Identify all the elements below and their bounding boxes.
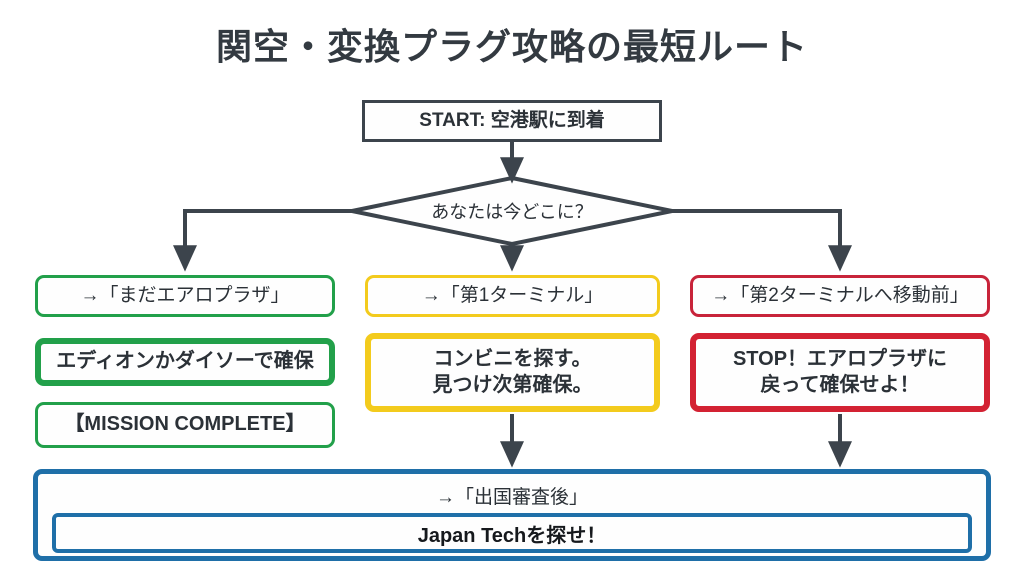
decision-label: あなたは今どこに？ (431, 202, 593, 222)
node-start: START: 空港駅に到着 (362, 100, 662, 142)
node-decision: あなたは今どこに？ (352, 178, 672, 244)
action-terminal-1-line-2: 見つけ次第確保。 (432, 373, 593, 396)
branch-option-aeroplaza: →「まだエアロプラザ」 (35, 275, 335, 317)
footer-label: →「出国審査後」 (435, 487, 588, 508)
page-title: 関空・変換プラグ攻略の最短ルート (215, 26, 808, 67)
action-terminal-2-stop: STOP！エアロプラザに 戻って確保せよ！ (690, 333, 990, 412)
action-terminal-1-convenience: コンビニを探す。 見つけ次第確保。 (365, 333, 660, 412)
branch-option-terminal-2: →「第2ターミナルへ移動前」 (690, 275, 990, 317)
action-terminal-1-line-1: コンビニを探す。 (433, 347, 592, 370)
action-terminal-2-line-1: STOP！エアロプラザに (732, 347, 948, 370)
footer-panel: →「出国審査後」 Japan Techを探せ！ (33, 469, 991, 561)
action-terminal-2-line-2: 戻って確保せよ！ (760, 373, 920, 396)
action-aeroplaza-secure: エディオンかダイソーで確保 (35, 338, 335, 386)
footer-inner-box: Japan Techを探せ！ (52, 513, 972, 553)
result-mission-complete: 【MISSION COMPLETE】 (35, 402, 335, 448)
branch-option-terminal-1: →「第1ターミナル」 (365, 275, 660, 317)
